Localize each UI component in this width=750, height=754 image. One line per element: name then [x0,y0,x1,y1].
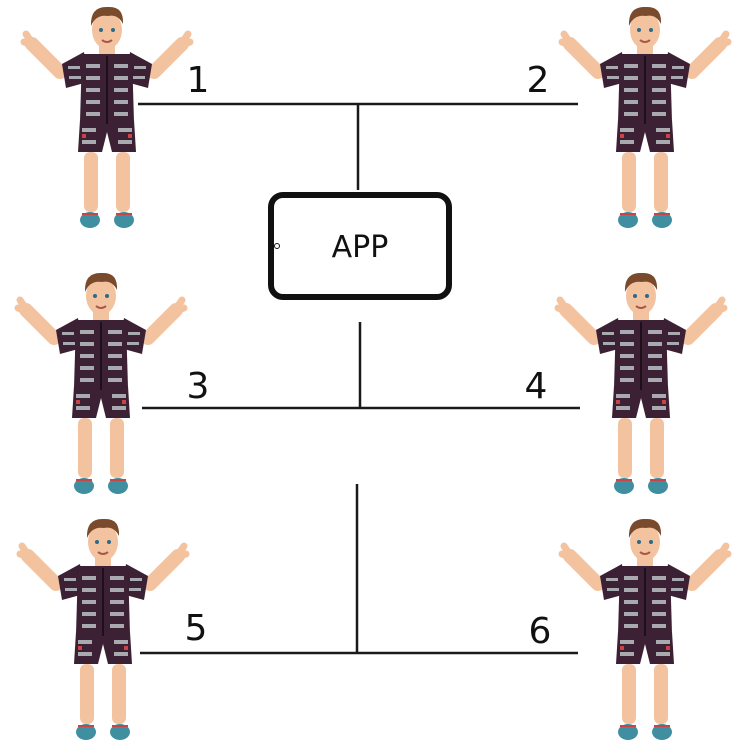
user-figure-6 [562,519,728,740]
tablet-device-icon [268,192,452,300]
user-number-1: 1 [187,60,210,101]
person-in-ems-suit-icon [20,519,186,740]
user-figure-1 [24,7,190,228]
person-in-ems-suit-icon [562,7,728,228]
user-number-2: 2 [527,60,550,101]
person-in-ems-suit-icon [24,7,190,228]
user-number-6: 6 [529,611,552,652]
user-figure-4 [558,273,724,494]
user-figure-2 [562,7,728,228]
app-label: APP [332,230,389,265]
person-in-ems-suit-icon [18,273,184,494]
connector-lines [138,102,580,655]
person-in-ems-suit-icon [558,273,724,494]
user-number-5: 5 [185,608,208,649]
user-number-3: 3 [187,366,210,407]
person-in-ems-suit-icon [562,519,728,740]
user-figure-5 [20,519,186,740]
user-number-4: 4 [525,366,548,407]
user-figure-3 [18,273,184,494]
app-tablet: APP [268,192,452,300]
